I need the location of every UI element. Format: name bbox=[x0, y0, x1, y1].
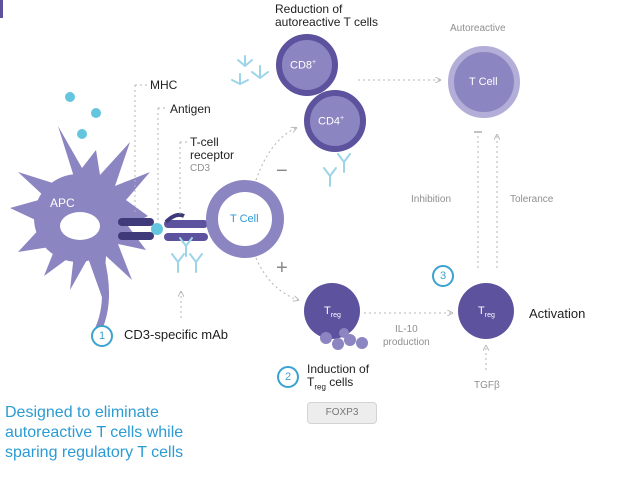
treg-label: Treg bbox=[324, 305, 341, 320]
inhibition-label: Inhibition bbox=[411, 194, 452, 205]
tagline-line: sparing regulatory T cells bbox=[5, 444, 184, 461]
mhc-label: MHC bbox=[150, 78, 178, 92]
plus-sign: + bbox=[276, 257, 288, 279]
step-2-badge: 2 bbox=[277, 366, 299, 388]
tcell-receptor bbox=[164, 220, 208, 228]
il10-granules bbox=[320, 328, 368, 350]
treg-cell bbox=[304, 283, 360, 339]
antigen-label: Antigen bbox=[170, 102, 211, 116]
cd4-cell bbox=[304, 90, 366, 152]
reduction-label: Reduction of autoreactive T cells bbox=[275, 2, 378, 29]
tolerance-label: Tolerance bbox=[510, 194, 554, 205]
autoreactive-label: Autoreactive bbox=[450, 23, 506, 34]
step-1-badge: 1 bbox=[91, 325, 113, 347]
activation-label: Activation bbox=[529, 306, 586, 321]
autoreactive-tcell-circle bbox=[448, 46, 520, 118]
cd8-cell bbox=[276, 34, 338, 96]
tgfb-label: TGFβ bbox=[474, 380, 500, 391]
cd3-label: CD3 bbox=[190, 163, 211, 174]
mhc-molecule bbox=[118, 218, 154, 226]
tcr-label: T-cell receptor bbox=[190, 135, 235, 162]
mab-label: CD3-specific mAb bbox=[124, 327, 229, 342]
activated-treg-cell bbox=[458, 283, 514, 339]
antigen-dot-floating bbox=[65, 92, 75, 102]
foxp3-badge: FOXP3 bbox=[307, 402, 377, 424]
tcell-receptor-lower bbox=[164, 233, 208, 241]
tcell-circle bbox=[206, 180, 284, 258]
apc-tail bbox=[94, 251, 110, 334]
antibody-icons bbox=[171, 55, 351, 273]
il10-label: IL-10 production bbox=[383, 324, 430, 348]
apc-nucleus bbox=[60, 212, 100, 240]
cd4-label: CD4+ bbox=[318, 115, 345, 128]
mhc-molecule-lower bbox=[118, 232, 154, 240]
cd8-label: CD8+ bbox=[290, 59, 317, 72]
tcell-label: T Cell bbox=[230, 213, 259, 225]
induction-label: Induction of Treg cells bbox=[307, 362, 370, 392]
antigen-dot-floating bbox=[91, 108, 101, 118]
tagline-line: autoreactive T cells while bbox=[5, 424, 184, 441]
step-3-badge: 3 bbox=[432, 265, 454, 287]
antigen-dot-floating bbox=[77, 129, 87, 139]
autoreactive-tcell-label: T Cell bbox=[469, 76, 498, 88]
antigen-dot bbox=[151, 223, 163, 235]
activated-treg-label: Treg bbox=[478, 305, 495, 320]
cd3-antibody-bound bbox=[164, 212, 185, 224]
apc-label: APC bbox=[50, 196, 75, 210]
minus-sign: − bbox=[276, 160, 288, 182]
tagline: Designed to eliminate autoreactive T cel… bbox=[5, 403, 183, 463]
tagline-line: Designed to eliminate bbox=[5, 404, 159, 421]
